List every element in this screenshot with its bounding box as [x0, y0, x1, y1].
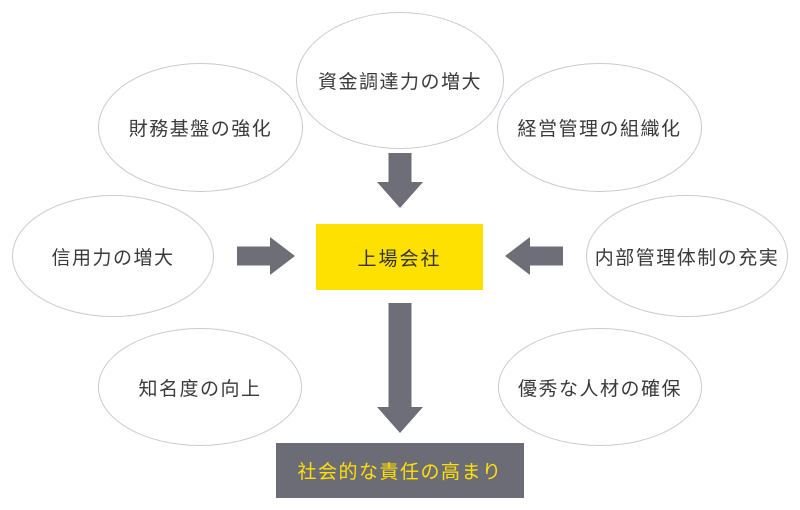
ellipse-name-recognition-label: 知名度の向上 — [138, 378, 262, 400]
center-box-listed-company: 上場会社 — [316, 224, 483, 290]
arrow-down-long-icon — [377, 303, 423, 433]
result-box-social-responsibility: 社会的な責任の高まり — [276, 443, 524, 498]
ellipse-name-recognition: 知名度の向上 — [98, 328, 302, 446]
center-box-label: 上場会社 — [357, 248, 442, 270]
ellipse-financial-base: 財務基盤の強化 — [98, 63, 303, 192]
ellipse-creditworthiness: 信用力の増大 — [12, 195, 214, 317]
ellipse-talent-acquisition-label: 優秀な人材の確保 — [517, 378, 682, 400]
ellipse-management-organization-label: 経営管理の組織化 — [517, 119, 682, 140]
ellipse-internal-control: 内部管理体制の充実 — [586, 195, 788, 317]
ellipse-management-organization: 経営管理の組織化 — [497, 63, 702, 192]
arrow-left-icon — [505, 237, 563, 275]
result-box-label: 社会的な責任の高まり — [297, 462, 503, 483]
ellipse-creditworthiness-label: 信用力の増大 — [51, 247, 175, 269]
ellipse-fundraising: 資金調達力の増大 — [296, 12, 504, 149]
arrow-down-icon — [377, 153, 423, 208]
ellipse-internal-control-label: 内部管理体制の充実 — [594, 247, 780, 269]
arrow-right-icon — [237, 237, 295, 275]
ellipse-financial-base-label: 財務基盤の強化 — [128, 119, 273, 140]
ellipse-talent-acquisition: 優秀な人材の確保 — [498, 328, 702, 446]
ellipse-fundraising-label: 資金調達力の増大 — [317, 72, 482, 93]
